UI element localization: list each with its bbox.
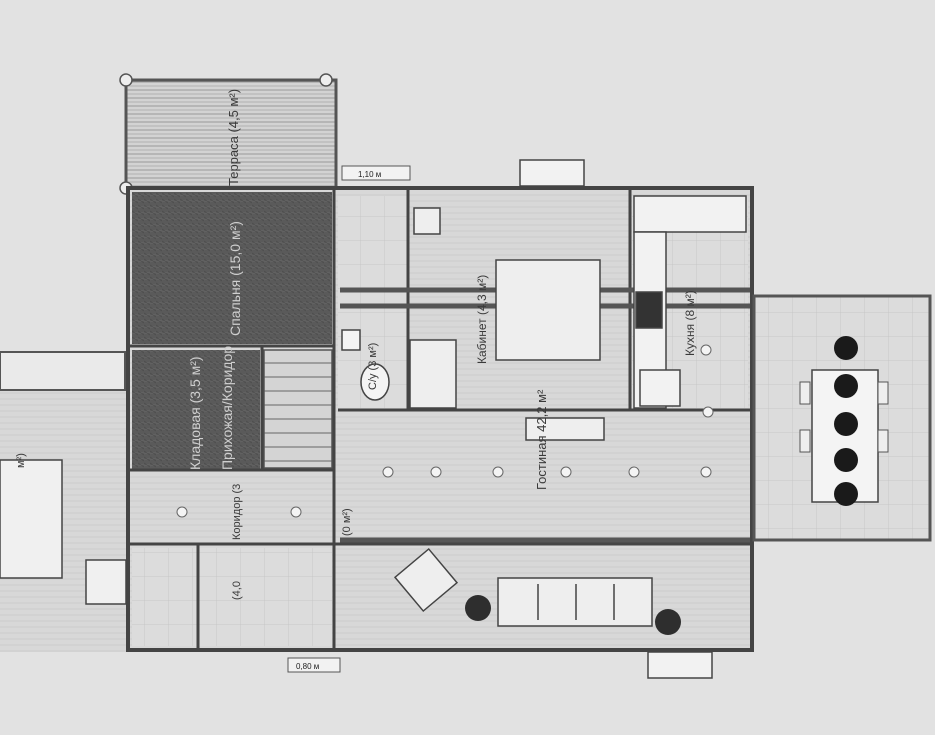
dimension-label-bottom: 0,80 м	[296, 662, 319, 671]
left-bed	[0, 459, 63, 579]
stairs	[263, 349, 333, 469]
dimension-tag-top	[341, 165, 411, 181]
interior-walls	[128, 188, 752, 650]
room-label-small: (0 м²)	[341, 508, 353, 536]
left-corridor	[0, 351, 126, 391]
dimension-tag-bottom	[287, 657, 341, 673]
room-label-bath-upper: С/у (3 м²)	[367, 343, 379, 390]
pantry-floor	[132, 350, 260, 470]
lower-bath-floor	[132, 548, 332, 646]
room-label-left: м²)	[15, 453, 27, 468]
room-label-pantry: Кладовая (3,5 м²)	[187, 356, 203, 470]
ceiling-lights	[176, 344, 714, 518]
room-label-kitchen: Кухня (8 м²)	[683, 290, 697, 356]
cabinet-bed	[409, 207, 601, 409]
living-sofa	[497, 577, 653, 627]
bottom-bench	[647, 651, 713, 679]
room-label-corridor: Коридор (3	[231, 484, 243, 540]
top-bench	[519, 159, 585, 187]
bedroom-floor	[132, 192, 332, 344]
room-label-hallway: Прихожая/Коридор	[219, 346, 235, 470]
room-label-living: Гостиная 42,2 м²	[534, 389, 549, 490]
dining-table	[799, 336, 889, 506]
dimension-label-top: 1,10 м	[358, 170, 381, 179]
left-desk	[85, 559, 127, 605]
room-label-bedroom: Спальня (15,0 м²)	[227, 221, 243, 336]
upper-toilet	[341, 329, 390, 401]
living-tables	[465, 595, 681, 635]
room-label-bath-lower: (4,0	[231, 581, 243, 600]
armchair	[393, 547, 459, 613]
room-label-terrace: Терраса (4,5 м²)	[226, 89, 241, 186]
room-label-cabinet: Кабинет (4,3 м²)	[475, 275, 489, 364]
terrace-deck	[124, 78, 338, 190]
kitchen-counters	[633, 195, 747, 409]
tv-console	[525, 417, 605, 441]
